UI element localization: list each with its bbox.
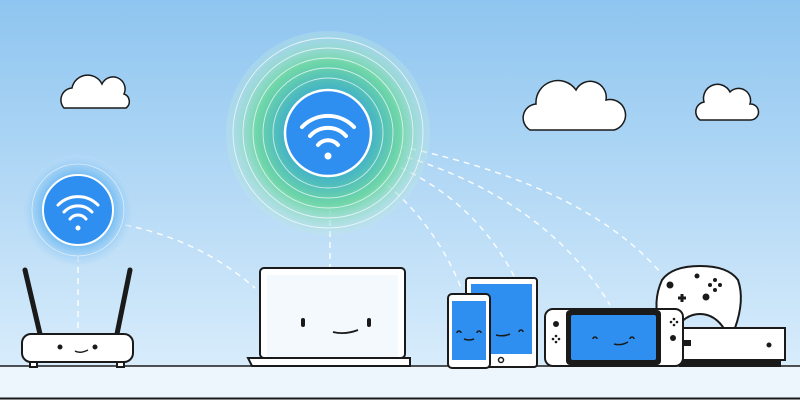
laptop-icon bbox=[246, 267, 411, 367]
cloud-icon bbox=[522, 79, 627, 131]
cloud-icon bbox=[695, 83, 760, 121]
small-wifi-signal bbox=[23, 155, 133, 265]
router-icon bbox=[21, 267, 134, 368]
game-console-icon bbox=[674, 327, 786, 367]
wifi-icon bbox=[56, 195, 100, 231]
handheld-console-icon bbox=[544, 308, 684, 367]
phone-icon bbox=[447, 293, 491, 369]
cloud-icon bbox=[60, 74, 130, 109]
wifi-icon bbox=[300, 113, 356, 160]
main-wifi-signal bbox=[226, 31, 430, 235]
ground bbox=[0, 366, 800, 400]
